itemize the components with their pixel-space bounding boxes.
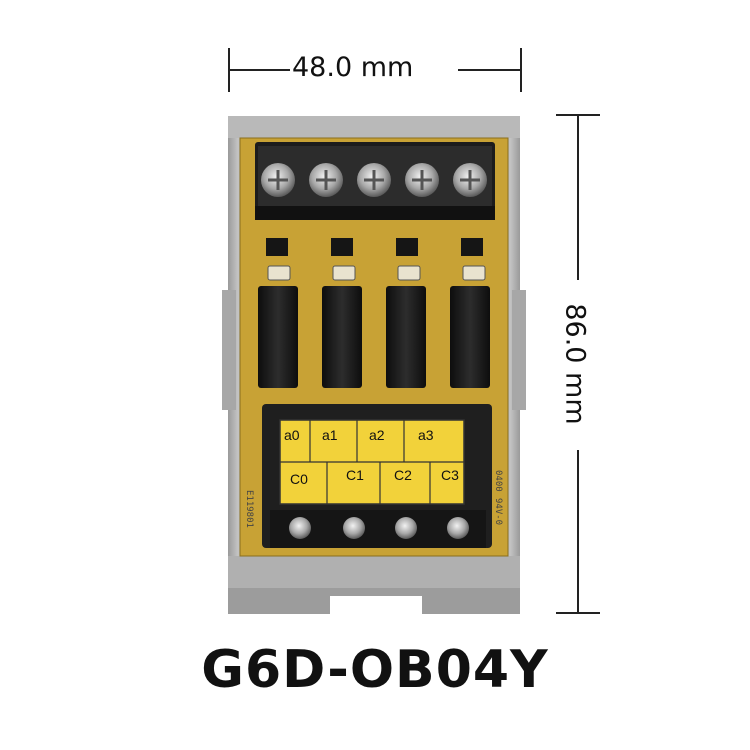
optocoupler-chips	[266, 238, 483, 256]
common-label-c3: C3	[441, 467, 459, 483]
screw-terminal-icon	[261, 163, 487, 197]
height-dimension	[556, 114, 600, 614]
output-label-a2: a2	[369, 427, 385, 443]
pcb-marking-code: 0400	[493, 470, 503, 492]
led-indicator-icon	[267, 265, 486, 281]
terminal-label-panel: a0 a1 a2 a3 C0 C1 C2 C3	[279, 419, 465, 505]
common-label-c0: C0	[290, 471, 308, 487]
output-label-a3: a3	[418, 427, 434, 443]
height-dimension-label: 86.0 mm	[559, 303, 591, 425]
pcb-marking-rating: 94V-0	[493, 498, 503, 525]
top-terminal-block	[255, 142, 495, 220]
width-dimension	[228, 48, 522, 92]
output-label-a1: a1	[322, 427, 338, 443]
common-label-c2: C2	[394, 467, 412, 483]
pcb-marking-ul: E119801	[244, 490, 254, 528]
relay-icon	[258, 286, 490, 388]
common-label-c1: C1	[346, 467, 364, 483]
model-name: G6D-OB04Y	[201, 640, 549, 700]
output-label-a0: a0	[284, 427, 300, 443]
width-dimension-label: 48.0 mm	[292, 52, 414, 83]
pcb-markings: E119801 94V-0 0400	[244, 470, 503, 528]
